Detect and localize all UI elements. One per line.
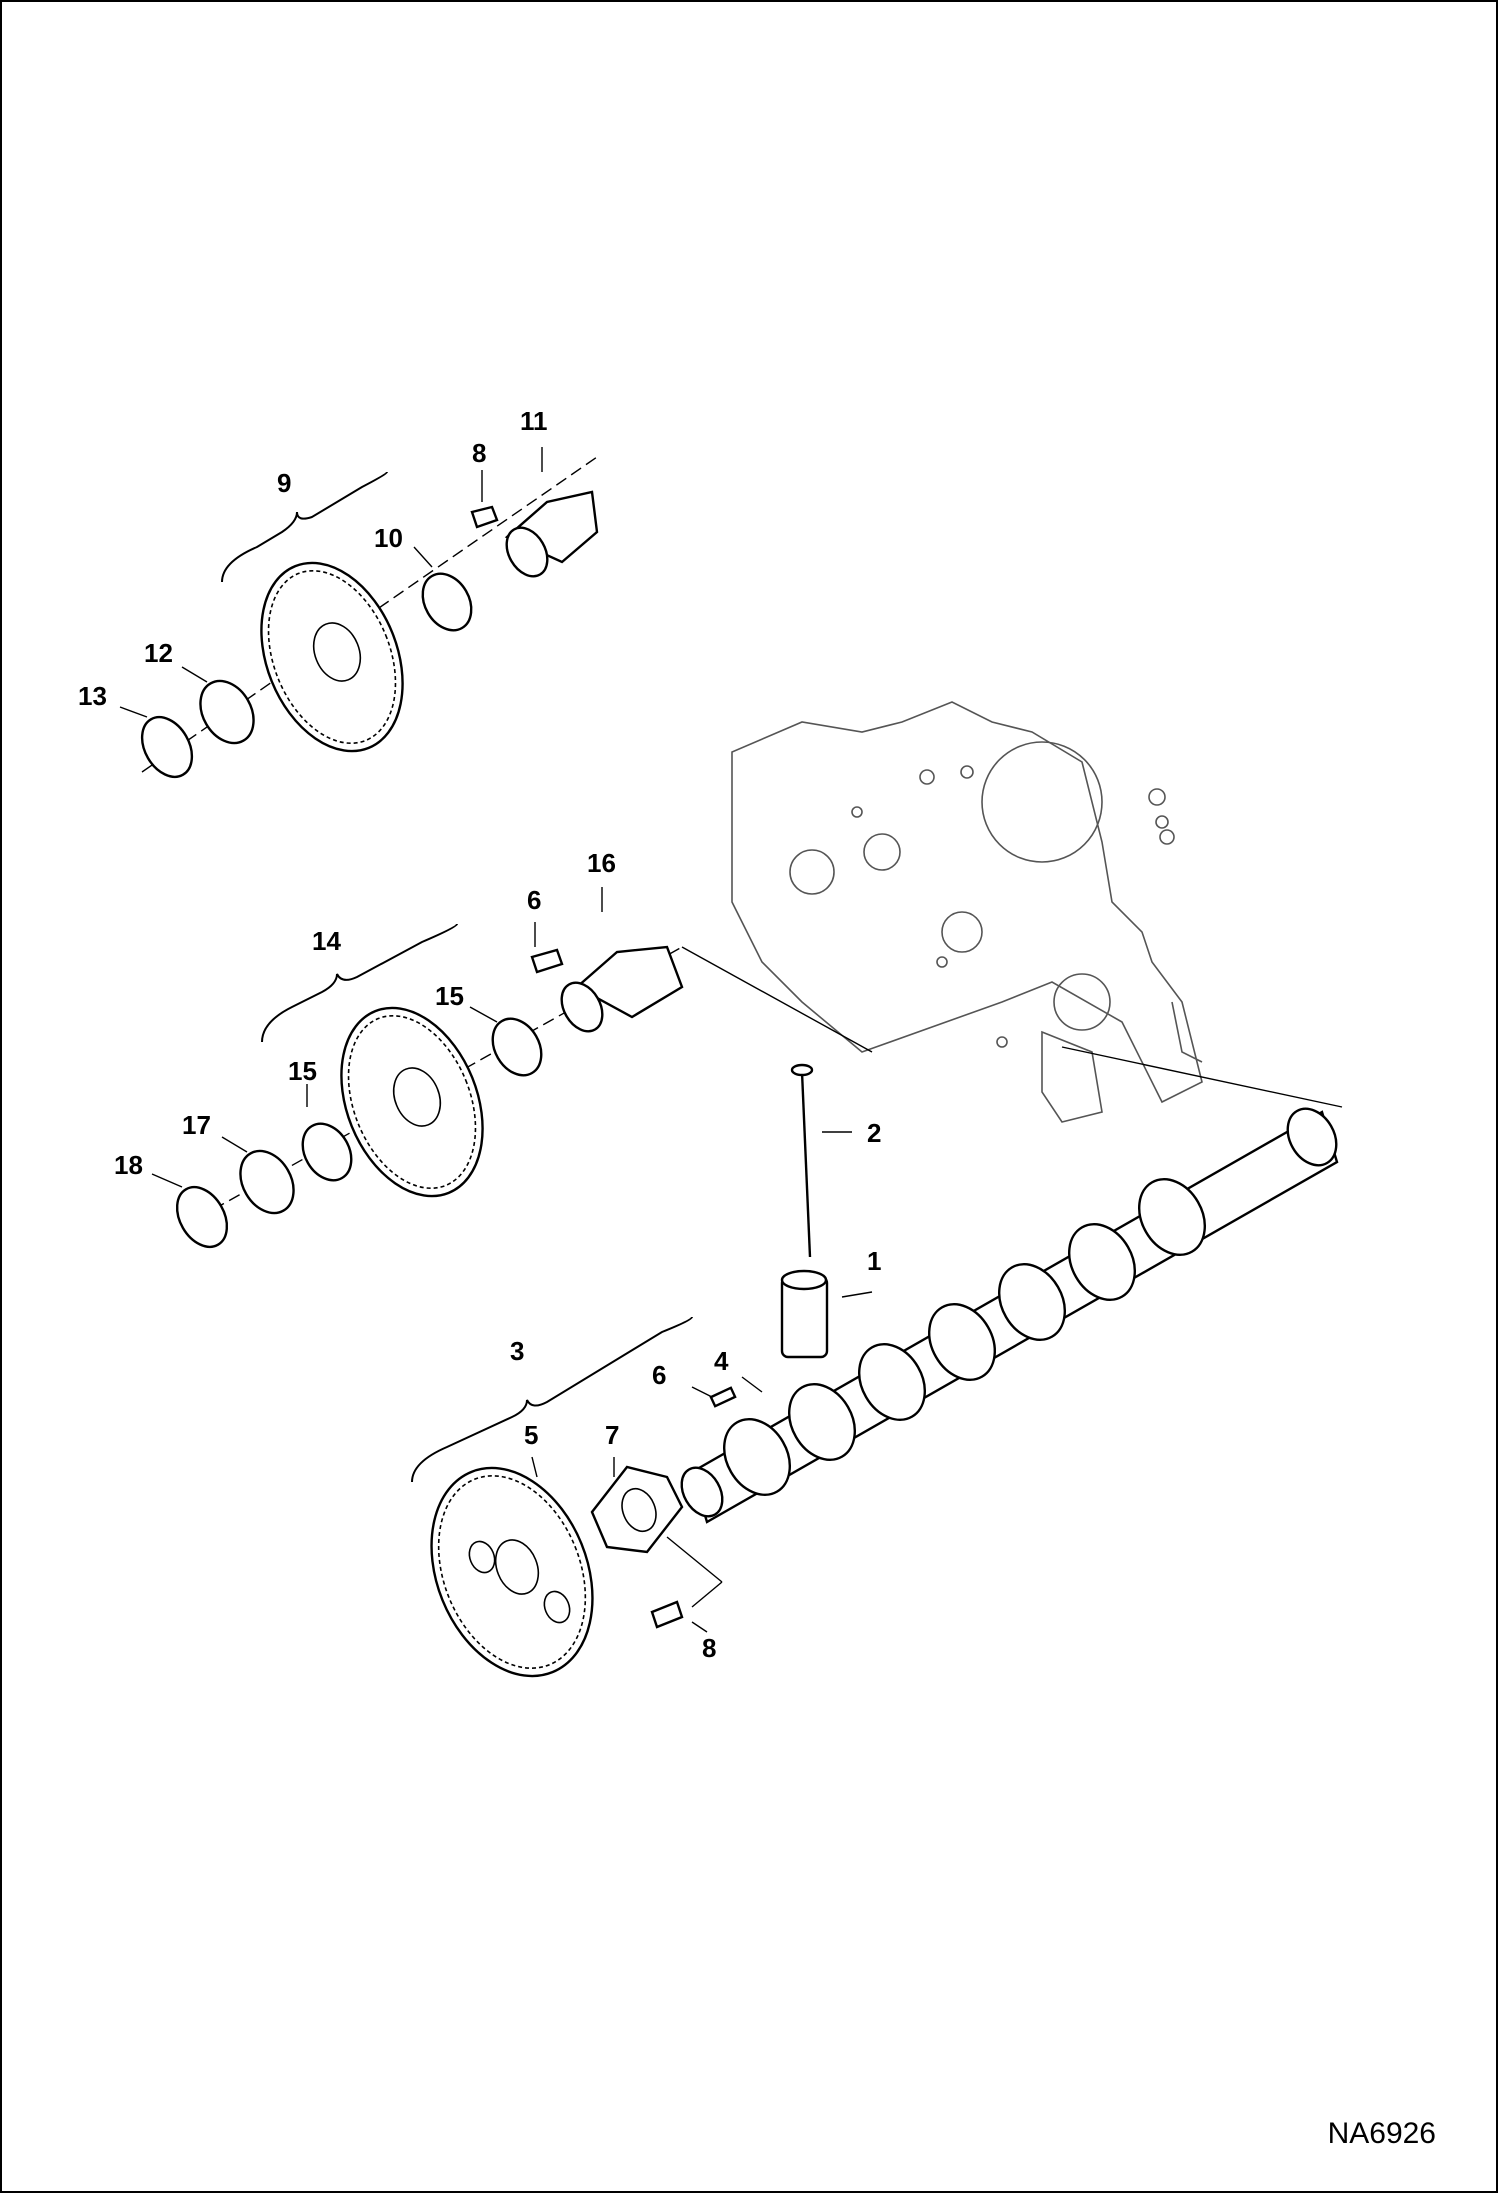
bolt-8-top — [470, 505, 499, 529]
cam-gear-assembly-3 — [411, 1316, 737, 1678]
callout-8-bottom: 8 — [702, 1633, 716, 1663]
bushing-10 — [421, 572, 473, 632]
callout-labels: 1 2 3 4 5 6 6 7 8 8 9 10 11 12 13 14 15 … — [78, 406, 881, 1663]
camshaft — [680, 1046, 1343, 1524]
callout-13: 13 — [78, 681, 107, 711]
callout-5: 5 — [524, 1420, 538, 1450]
callout-16: 16 — [587, 848, 616, 878]
washer-12 — [199, 679, 255, 745]
callout-17: 17 — [182, 1110, 211, 1140]
bolt-6-middle — [530, 948, 564, 974]
push-rod-2 — [800, 1071, 812, 1258]
callout-9: 9 — [277, 468, 291, 498]
callout-2: 2 — [867, 1118, 881, 1148]
callout-12: 12 — [144, 638, 173, 668]
bushing-15-lower — [301, 1122, 353, 1182]
callout-14: 14 — [312, 926, 341, 956]
callout-11: 11 — [520, 406, 548, 436]
callout-8-top: 8 — [472, 438, 486, 468]
circlip-13 — [140, 715, 194, 779]
bolt-8-bottom — [650, 1600, 684, 1629]
key-6 — [709, 1386, 737, 1408]
idler-gear-assembly-14 — [175, 923, 873, 1249]
callout-4: 4 — [714, 1346, 729, 1376]
callout-1: 1 — [867, 1246, 881, 1276]
idler-shaft-16 — [574, 945, 684, 1019]
washer-17 — [239, 1149, 295, 1215]
callout-10: 10 — [374, 523, 403, 553]
figure-id: NA6926 — [1327, 2117, 1436, 2150]
bushing-15-upper — [491, 1017, 543, 1077]
callout-6-bottom: 6 — [652, 1360, 666, 1390]
push-rod-and-tappet — [780, 1063, 829, 1359]
idler-gear-assembly-9 — [140, 456, 599, 779]
callout-7: 7 — [605, 1420, 619, 1450]
callout-3: 3 — [510, 1336, 524, 1366]
circlip-18 — [175, 1185, 229, 1249]
engine-block — [731, 701, 1203, 1123]
callout-6-middle: 6 — [527, 885, 541, 915]
callout-15-upper: 15 — [435, 981, 464, 1011]
callout-15-lower: 15 — [288, 1056, 317, 1086]
leader-lines — [119, 447, 873, 1633]
callout-18: 18 — [114, 1150, 143, 1180]
